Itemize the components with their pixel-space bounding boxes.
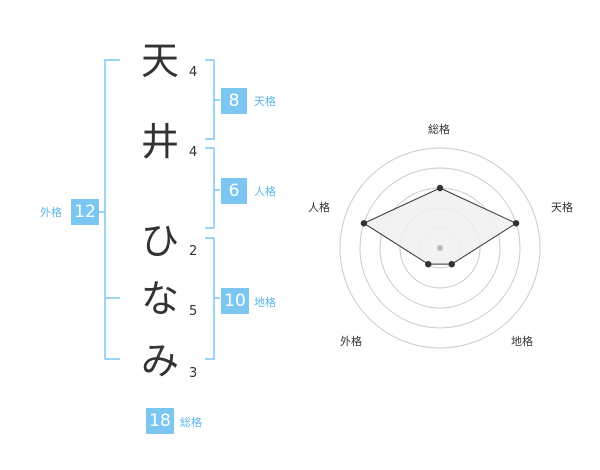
jinkaku-label: 人格: [254, 185, 276, 198]
radar-label-soukaku: 総格: [428, 123, 450, 136]
radar-point: [448, 260, 455, 268]
radar-label-gaikaku: 外格: [340, 335, 362, 348]
soukaku-value-box: 18: [146, 408, 174, 434]
stroke-count-3: 2: [189, 244, 198, 259]
name-char-4: な: [140, 277, 179, 321]
jinkaku-value-box: 6: [221, 178, 247, 204]
tenkaku-label: 天格: [254, 95, 276, 108]
radar-label-jinkaku: 人格: [308, 201, 330, 214]
name-char-5: み: [140, 339, 179, 383]
chikaku-value-box: 10: [221, 288, 249, 314]
radar-point: [436, 184, 444, 192]
gaikaku-bracket: [104, 59, 120, 360]
jinkaku-bracket: [205, 147, 215, 229]
name-char-1: 天: [140, 39, 179, 83]
radar-point: [360, 220, 368, 227]
stroke-count-4: 5: [189, 304, 198, 319]
stroke-count-1: 4: [189, 65, 198, 80]
radar-center-dot: [437, 245, 443, 251]
radar-grid-ring: [339, 147, 541, 349]
radar-polygon: [362, 187, 518, 265]
radar-point: [512, 220, 520, 227]
chikaku-label: 地格: [254, 296, 276, 309]
radar-label-chikaku: 地格: [511, 335, 533, 348]
radar-grid-ring: [359, 167, 521, 329]
tenkaku-value-box: 8: [221, 88, 247, 114]
name-char-3: ひ: [140, 219, 179, 263]
radar-label-tenkaku: 天格: [551, 201, 573, 214]
gaikaku-label: 外格: [40, 206, 62, 219]
stroke-count-2: 4: [189, 145, 198, 160]
soukaku-label: 総格: [180, 416, 202, 429]
stroke-count-5: 3: [189, 366, 198, 381]
radar-point: [425, 260, 432, 268]
gaikaku-value-box: 12: [71, 199, 99, 225]
name-char-2: 井: [140, 120, 179, 164]
